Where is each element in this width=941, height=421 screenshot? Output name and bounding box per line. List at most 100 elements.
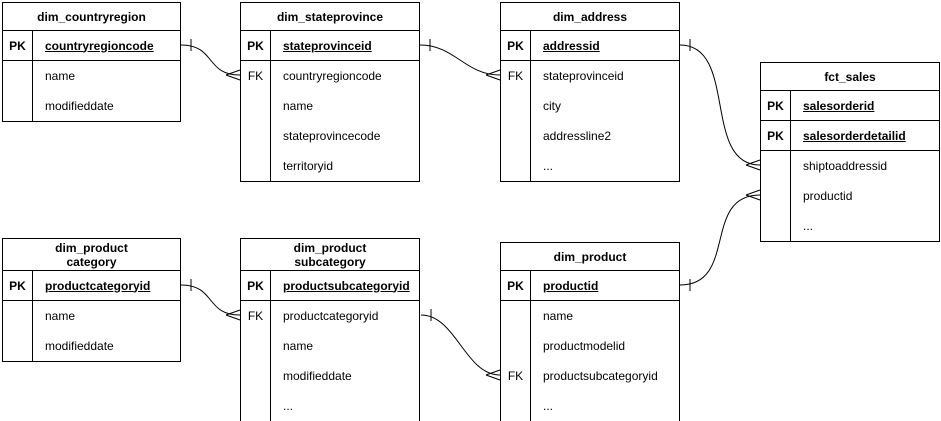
column-row-territoryid: territoryid [241, 151, 419, 181]
column-row-name: name [501, 301, 679, 331]
column-row-: ... [501, 151, 679, 181]
column-row-productid: productid [761, 181, 939, 211]
pk-badge: PK [241, 271, 271, 300]
column-name: shiptoaddressid [803, 159, 888, 173]
relation-countryregion-stateprovince[interactable] [180, 39, 241, 81]
column-name: addressid [543, 38, 600, 53]
key-cell-empty [3, 61, 33, 91]
pk-badge: PK [241, 31, 271, 60]
fk-badge: FK [241, 61, 271, 91]
column-row-name: name [241, 91, 419, 121]
column-row-countryregioncode: FK countryregioncode [241, 61, 419, 91]
entity-title: dim_product subcategory [241, 239, 419, 271]
key-cell-empty [761, 151, 791, 181]
many-cardinality-crowfoot [485, 69, 501, 81]
column-name: city [543, 99, 561, 113]
column-name: productid [543, 278, 599, 293]
column-row-name: name [3, 301, 180, 331]
many-cardinality-crowfoot [225, 69, 241, 81]
key-cell-empty [241, 151, 271, 181]
relation-productsubcategory-product[interactable] [420, 309, 501, 381]
pk-badge: PK [3, 271, 33, 300]
key-cell-empty [501, 91, 531, 121]
relation-line[interactable] [419, 44, 501, 76]
key-cell-empty [501, 391, 531, 421]
key-cell-empty [501, 151, 531, 181]
many-cardinality-crowfoot [225, 309, 241, 321]
key-cell-empty [241, 91, 271, 121]
column-row-: ... [761, 211, 939, 241]
many-cardinality-crowfoot [745, 159, 761, 171]
key-cell-empty [761, 211, 791, 241]
column-row-shiptoaddressid: shiptoaddressid [761, 151, 939, 181]
column-row-stateprovinceid: PK stateprovinceid [241, 31, 419, 61]
column-row-productsubcategoryid: FK productsubcategoryid [501, 361, 679, 391]
entity-title: dim_product category [3, 239, 180, 271]
relation-line[interactable] [180, 284, 241, 316]
key-cell-empty [3, 331, 33, 361]
relation-line[interactable] [420, 314, 501, 376]
column-name: productsubcategoryid [543, 369, 658, 383]
fk-badge: FK [241, 301, 271, 331]
entity-title: dim_countryregion [3, 3, 180, 31]
column-name: salesorderid [803, 98, 875, 113]
key-cell-empty [241, 121, 271, 151]
relation-line[interactable] [679, 194, 761, 286]
column-row-productmodelid: productmodelid [501, 331, 679, 361]
key-cell-empty [241, 361, 271, 391]
pk-badge: PK [761, 91, 791, 120]
column-name: salesorderdetailid [803, 128, 906, 143]
key-cell-empty [501, 301, 531, 331]
column-row-addressline2: addressline2 [501, 121, 679, 151]
column-row-productcategoryid: PK productcategoryid [3, 271, 180, 301]
column-name: name [283, 339, 314, 353]
column-row-productid: PK productid [501, 271, 679, 301]
column-name: territoryid [283, 159, 334, 173]
column-row-stateprovincecode: stateprovincecode [241, 121, 419, 151]
fk-badge: FK [501, 361, 531, 391]
relation-productcategory-productsubcategory[interactable] [180, 279, 241, 321]
relation-stateprovince-address[interactable] [419, 39, 501, 81]
column-name: addressline2 [543, 129, 612, 143]
relation-line[interactable] [180, 44, 241, 76]
column-name: productcategoryid [45, 278, 151, 293]
column-row-name: name [3, 61, 180, 91]
column-name: modifieddate [283, 369, 352, 383]
column-name: productmodelid [543, 339, 626, 353]
column-name: ... [283, 399, 294, 413]
entity-title: dim_product [501, 243, 679, 271]
column-name: stateprovinceid [283, 38, 372, 53]
column-name: countryregioncode [283, 69, 382, 83]
fk-badge: FK [501, 61, 531, 91]
key-cell-empty [501, 331, 531, 361]
column-row-modifieddate: modifieddate [3, 331, 180, 361]
column-row-: ... [501, 391, 679, 421]
column-row-modifieddate: modifieddate [241, 361, 419, 391]
column-row-: ... [241, 391, 419, 421]
relation-address-sales[interactable] [679, 39, 761, 171]
column-name: name [45, 309, 76, 323]
key-cell-empty [501, 121, 531, 151]
relation-line[interactable] [679, 44, 761, 166]
column-name: ... [543, 399, 554, 413]
relation-product-sales[interactable] [679, 189, 761, 291]
column-name: countryregioncode [45, 38, 154, 53]
key-cell-empty [761, 181, 791, 211]
column-name: modifieddate [45, 99, 114, 113]
column-name: ... [803, 219, 814, 233]
key-cell-empty [3, 91, 33, 121]
pk-badge: PK [501, 271, 531, 300]
